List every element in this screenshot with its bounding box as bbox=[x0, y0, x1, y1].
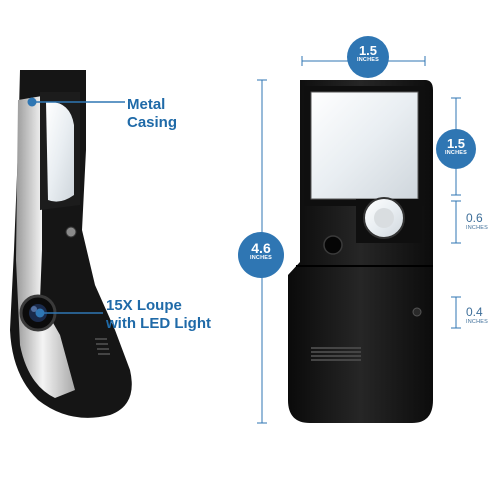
loupe-height-label: 0.6 INCHES bbox=[466, 211, 488, 231]
loupe-line1: 15X Loupe bbox=[106, 297, 182, 314]
front-view-magnifier bbox=[288, 80, 433, 423]
height-total-value: 4.6 bbox=[251, 240, 271, 256]
light-height-value: 0.4 bbox=[466, 305, 483, 319]
metal-casing-line1: Metal bbox=[127, 96, 166, 113]
led-button bbox=[323, 235, 343, 255]
loupe-height-unit: INCHES bbox=[466, 225, 488, 231]
side-view-screw bbox=[65, 226, 77, 238]
light-height-unit: INCHES bbox=[466, 319, 488, 325]
loupe-line2: with LED Light bbox=[106, 315, 211, 332]
height-total-unit: INCHES bbox=[250, 255, 272, 261]
metal-casing-line2: Casing bbox=[127, 114, 178, 131]
side-view-lens bbox=[46, 101, 74, 202]
light-height-label: 0.4 INCHES bbox=[466, 305, 488, 325]
lens-height-value: 1.5 bbox=[446, 136, 466, 151]
height-total-badge: 4.6 INCHES bbox=[238, 232, 284, 278]
callout-pointers bbox=[27, 97, 125, 318]
lens-height-badge: 1.5 INCHES bbox=[436, 129, 476, 169]
width-top-unit: INCHES bbox=[357, 57, 379, 63]
width-top-badge: 1.5 INCHES bbox=[347, 36, 389, 78]
front-view-grip bbox=[311, 347, 361, 361]
width-top-value: 1.5 bbox=[358, 43, 378, 58]
loupe-height-value: 0.6 bbox=[466, 211, 483, 225]
side-led bbox=[412, 307, 422, 317]
lens-height-unit: INCHES bbox=[445, 150, 467, 156]
side-view-grip bbox=[95, 338, 110, 355]
front-view-lens bbox=[310, 91, 419, 200]
metal-casing-callout: Metal Casing bbox=[127, 96, 177, 132]
loupe-callout: 15X Loupe with LED Light bbox=[106, 297, 211, 333]
side-view-magnifier bbox=[10, 70, 132, 418]
